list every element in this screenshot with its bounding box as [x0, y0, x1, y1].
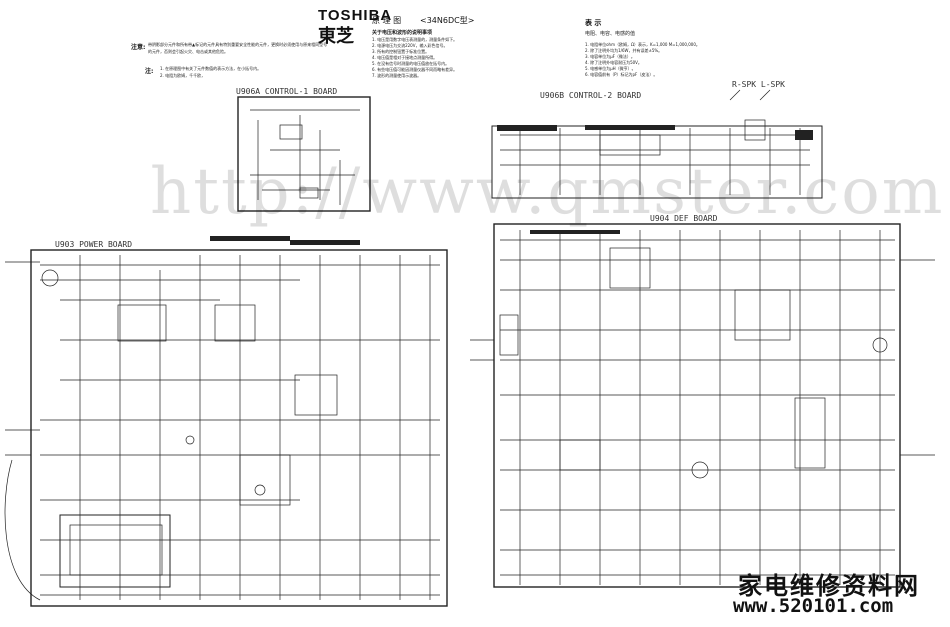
voltage-item: 5. 在没有信号时测量的电压值放在括号内。 — [372, 61, 450, 66]
control2-board-label: U906B CONTROL-2 BOARD — [540, 91, 642, 100]
power-board-label: U903 POWER BOARD — [55, 240, 133, 249]
caution-text-line1: 带阴影部分元件和所有带▲标记的元件具有特别重要安全性能的元件，更换时必须使用与原… — [148, 42, 328, 47]
site-name-cn: 家电维修资料网 — [738, 571, 920, 600]
def-board-label: U904 DEF BOARD — [650, 214, 718, 223]
legend-item: 4. 除了注明外电容耐压为50V。 — [585, 60, 642, 65]
speaker-labels: R-SPK L-SPK — [732, 80, 785, 89]
watermark-url: http://www.qmster.com — [150, 155, 945, 229]
control1-board-outline — [237, 96, 371, 212]
voltage-item: 6. 有些电压值可能因测量仪器不同而略有差异。 — [372, 67, 458, 72]
control1-board-label: U906A CONTROL-1 BOARD — [236, 87, 338, 96]
voltage-item: 4. 电压值是相对于接地点测量所得。 — [372, 55, 438, 60]
voltage-item: 1. 电压是用数字电压表测量的，测量条件如下。 — [372, 37, 458, 42]
caution-text-line2: 的元件，否则会引起火灾、电击或其他危险。 — [148, 49, 228, 54]
note-label: 注: — [145, 68, 154, 75]
site-url: www.520101.com — [733, 595, 894, 617]
legend-item: 6. 电容值前有（P）标记为pF（皮法）。 — [585, 72, 658, 77]
voltage-heading: 关于电压和波形的说明事项 — [372, 30, 433, 36]
legend-item: 2. 除了注明外均为1/6W，并有误差±5%。 — [585, 48, 663, 53]
legend-item: 1. 电阻单位ohm（欧姆，Ω）表示，K=1,000 M=1,000,000。 — [585, 42, 700, 47]
legend-heading: 表 示 — [585, 19, 602, 27]
legend-item: 5. 电感单位为μH（微亨）。 — [585, 66, 636, 71]
def-board-outline — [493, 223, 901, 588]
note-text-line1: 1. 在原理图中有关了元件数值的表示方法，在小括号内。 — [160, 66, 262, 71]
voltage-item: 3. 所有的控制钮置于标准位置。 — [372, 49, 430, 54]
model-number: <34N6DC型> — [420, 16, 475, 25]
voltage-item: 2. 电源电压为交流220V，输入彩色信号。 — [372, 43, 448, 48]
brand-logo-cn: 東芝 — [318, 26, 354, 47]
power-board-outline — [30, 249, 448, 607]
note-text-line2: 2. 电阻为欧姆，千千欧， — [160, 73, 206, 78]
legend-item: 3. 电容单位为μF（微法）。 — [585, 54, 635, 59]
legend-subheading: 电阻、电容、电感的值 — [585, 31, 636, 37]
voltage-item: 7. 波形的测量使用示波器。 — [372, 73, 422, 78]
document-title: 原 理 图 — [372, 16, 402, 25]
caution-label: 注意: — [131, 44, 146, 51]
brand-logo: TOSHIBA — [318, 7, 393, 24]
